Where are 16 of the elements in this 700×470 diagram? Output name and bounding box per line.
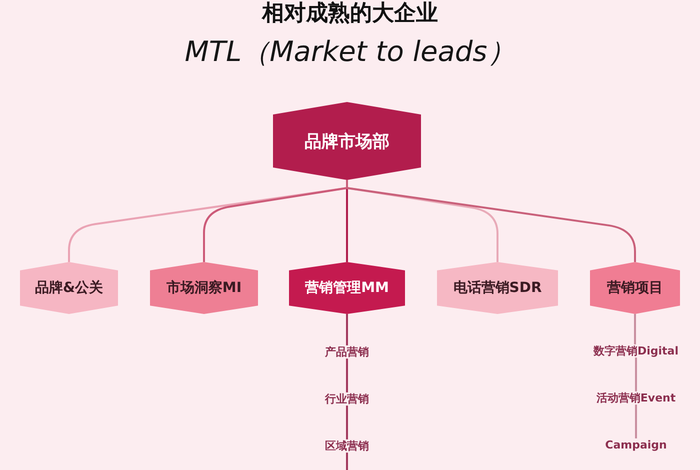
sub-item-label: 数字营销Digital	[594, 344, 678, 358]
connector-line	[635, 404, 637, 438]
connector-line	[346, 406, 348, 440]
connector-line	[634, 314, 636, 344]
connector-line	[346, 358, 348, 392]
title: 相对成熟的大企业	[262, 0, 438, 26]
connector-line	[346, 314, 348, 346]
sub-item-label: 行业营销	[325, 392, 369, 406]
sub-item-label: Campaign	[605, 438, 667, 452]
connector-line	[346, 452, 348, 470]
subtitle: MTL（Market to leads）	[184, 34, 516, 70]
sub-item-label: 产品营销	[325, 345, 369, 359]
sub-item-label: 活动营销Event	[596, 391, 676, 405]
sub-item-label: 区域营销	[325, 439, 369, 453]
connector-line	[346, 180, 636, 262]
connector-line	[635, 358, 637, 392]
